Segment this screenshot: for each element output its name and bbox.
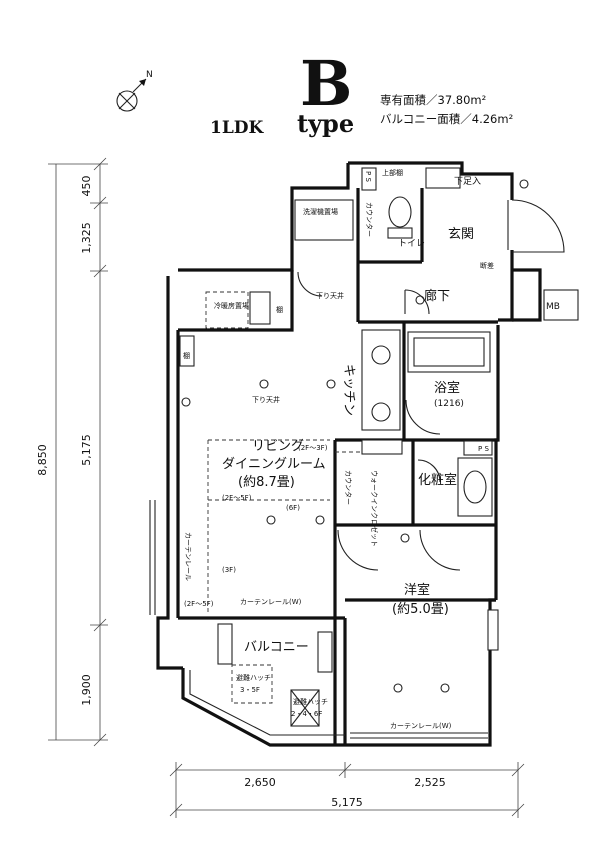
- layout-label: 1LDK: [210, 118, 265, 138]
- living-label: リビング: [252, 439, 304, 454]
- lowered-ceiling-label-2: 下り天井: [252, 395, 280, 404]
- storage-top-label: 上部棚: [382, 168, 403, 177]
- ceiling-height-5: (2F～5F): [184, 600, 214, 608]
- escape-hatch-label: 避難ハッチ: [236, 673, 271, 682]
- lowered-ceiling-label-1: 下り天井: [316, 291, 344, 300]
- toilet-label: トイレ: [398, 239, 425, 249]
- shelf-label-2: 棚: [183, 351, 190, 360]
- dim-bottom-1: 2,650: [244, 776, 276, 789]
- curtain-rail-label-1: カーテンレール(W): [240, 598, 302, 606]
- walk-in-closet-label: ウォークインクロゼット: [370, 470, 379, 547]
- escape-ladder-label: 避難ハッチ: [293, 697, 328, 706]
- light-points: [181, 179, 529, 693]
- dim-left-1: 450: [80, 176, 93, 197]
- windows: [149, 200, 509, 739]
- dim-left-2: 1,325: [80, 222, 93, 254]
- counter-label-2: カウンター: [344, 470, 353, 505]
- left-dimension-lines: [48, 157, 108, 747]
- ceiling-height-4: (3F): [222, 566, 236, 574]
- ceiling-height-2: (2F～5F): [222, 494, 252, 502]
- fixtures: [179, 167, 579, 517]
- ps-label-top: P S: [364, 171, 372, 182]
- dim-bottom-total: 5,175: [331, 796, 363, 809]
- powder-room-label: 化粧室: [418, 472, 457, 488]
- bath-size-label: (1216): [434, 399, 464, 409]
- ac-place-label: 冷暖房置場: [214, 301, 249, 310]
- type-letter: B: [300, 47, 352, 120]
- ps-label-mid: P S: [478, 445, 489, 453]
- shelf-label-1: 棚: [276, 305, 283, 314]
- ldk-size-label: (約8.7畳): [238, 475, 295, 490]
- type-word: type: [297, 109, 354, 138]
- hatch-floors-label: 3・5F: [240, 686, 260, 694]
- washing-place-label: 洗濯機置場: [303, 207, 338, 216]
- ceiling-height-1: (2F～3F): [298, 444, 328, 452]
- bottom-dimension-lines: [169, 762, 525, 818]
- bathroom-label: 浴室: [434, 380, 460, 396]
- north-label: N: [146, 70, 153, 80]
- dim-left-total: 8,850: [36, 444, 49, 476]
- ladder-floors-label: 2・4・6F: [291, 710, 322, 718]
- dim-left-3: 5,175: [80, 434, 93, 466]
- mb-label: MB: [546, 302, 560, 312]
- entrance-label: 玄関: [448, 227, 474, 242]
- balcony-outline: [189, 609, 499, 736]
- hallway-label: 廊下: [424, 288, 450, 304]
- balcony-label: バルコニー: [244, 640, 309, 655]
- dining-label: ダイニングルーム: [222, 457, 326, 472]
- shoe-closet-label: 下足入: [454, 176, 481, 187]
- curtain-rail-label-2: カーテンレール(W): [390, 722, 452, 730]
- lowered-ceiling-zones: [205, 291, 362, 612]
- kitchen-label: キッチン: [341, 364, 356, 416]
- step-label: 断差: [480, 261, 494, 270]
- ceiling-height-3: (6F): [286, 504, 300, 512]
- compass-icon: [116, 78, 147, 112]
- door-swings: [297, 199, 565, 571]
- counter-label: カウンター: [365, 202, 374, 237]
- western-size-label: (約5.0畳): [392, 602, 449, 617]
- dim-left-4: 1,900: [80, 674, 93, 706]
- balcony-area: バルコニー面積／4.26m²: [380, 112, 513, 126]
- dim-bottom-2: 2,525: [414, 776, 446, 789]
- exclusive-area: 専有面積／37.80m²: [380, 93, 486, 107]
- curtain-rail-side-label: カーテンレール: [184, 532, 192, 581]
- western-room-label: 洋室: [404, 582, 430, 598]
